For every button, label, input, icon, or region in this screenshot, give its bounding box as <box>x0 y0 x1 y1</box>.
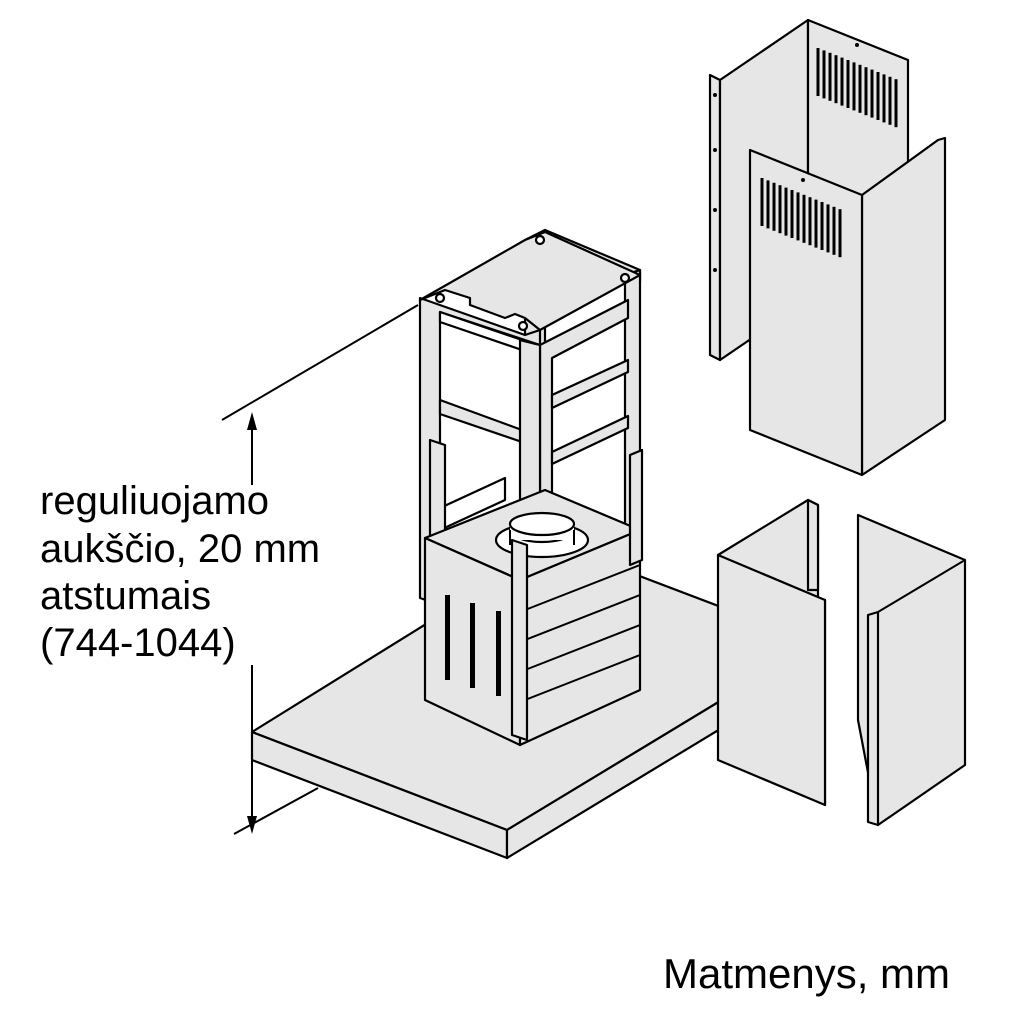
motor-housing <box>423 448 644 747</box>
extension-line-top <box>221 304 419 421</box>
upper-chimney-front <box>748 136 947 477</box>
extension-line-bottom <box>233 787 319 835</box>
height-dimension <box>221 304 419 835</box>
units-caption: Matmenys, mm <box>663 950 950 997</box>
dimension-label-line4: (744-1044) <box>40 621 236 665</box>
arrow-up-icon <box>247 412 257 430</box>
lower-chimney-right <box>856 513 967 827</box>
vent-slots <box>760 178 842 258</box>
dimension-label-line1: reguliuojamo <box>40 479 269 523</box>
vent-slots <box>816 48 898 128</box>
dimension-label-line2: aukščio, 20 mm <box>40 527 320 571</box>
lower-chimney-left <box>716 498 827 807</box>
arrow-down-icon <box>247 816 257 834</box>
dimension-label: reguliuojamo aukščio, 20 mm atstumais (7… <box>40 479 320 665</box>
dimension-label-line3: atstumais <box>40 574 211 618</box>
